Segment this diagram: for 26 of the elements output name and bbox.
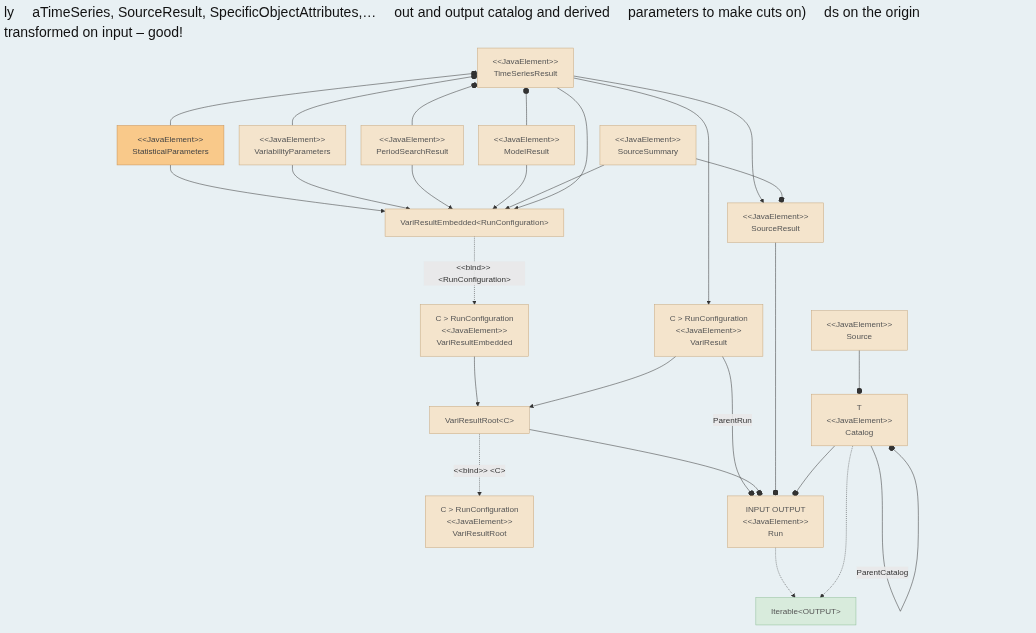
- edge-label: <<bind>> <C>: [453, 466, 506, 475]
- slide-text: transformed on input – good!: [4, 24, 183, 40]
- edge-label: <<bind>> <RunConfiguration>: [438, 262, 511, 284]
- node-box: <<JavaElement>> TimeSeriesResult: [477, 47, 575, 88]
- node-box: <<JavaElement>> SourceSummary: [599, 125, 697, 166]
- node-box: VariResultEmbedded<RunConfiguration>: [385, 208, 565, 237]
- node-box: <<JavaElement>> Source: [811, 310, 908, 351]
- slide-text: out and output catalog and derived: [394, 4, 610, 20]
- node-box: <<JavaElement>> VariabilityParameters: [239, 125, 347, 166]
- slide-text: ds on the origin: [824, 4, 920, 20]
- node-box: <<JavaElement>> PeriodSearchResult: [361, 125, 464, 166]
- slide-text: aTimeSeries, SourceResult, SpecificObjectAttributes,…: [32, 4, 377, 20]
- node-box: Iterable<OUTPUT>: [755, 597, 857, 626]
- node-box: VariResultRoot<C>: [429, 406, 530, 434]
- edge-label: ParentCatalog: [856, 568, 909, 577]
- node-box: C > RunConfiguration <<JavaElement>> VariResultEmbedded: [420, 304, 530, 357]
- node-box: <<JavaElement>> StatisticalParameters: [117, 125, 225, 166]
- slide-text: parameters to make cuts on): [627, 4, 807, 20]
- node-box: <<JavaElement>> ModelResult: [478, 125, 576, 166]
- node-box: C > RunConfiguration <<JavaElement>> VariResult: [654, 304, 764, 357]
- node-box: C > RunConfiguration <<JavaElement>> VariResultRoot: [425, 495, 535, 548]
- slide-text: ly: [4, 4, 15, 20]
- node-box: T <<JavaElement>> Catalog: [811, 393, 908, 447]
- edge-label: ParentRun: [713, 415, 753, 425]
- node-box: <<JavaElement>> SourceResult: [727, 202, 825, 243]
- node-box: INPUT OUTPUT <<JavaElement>> Run: [727, 495, 825, 548]
